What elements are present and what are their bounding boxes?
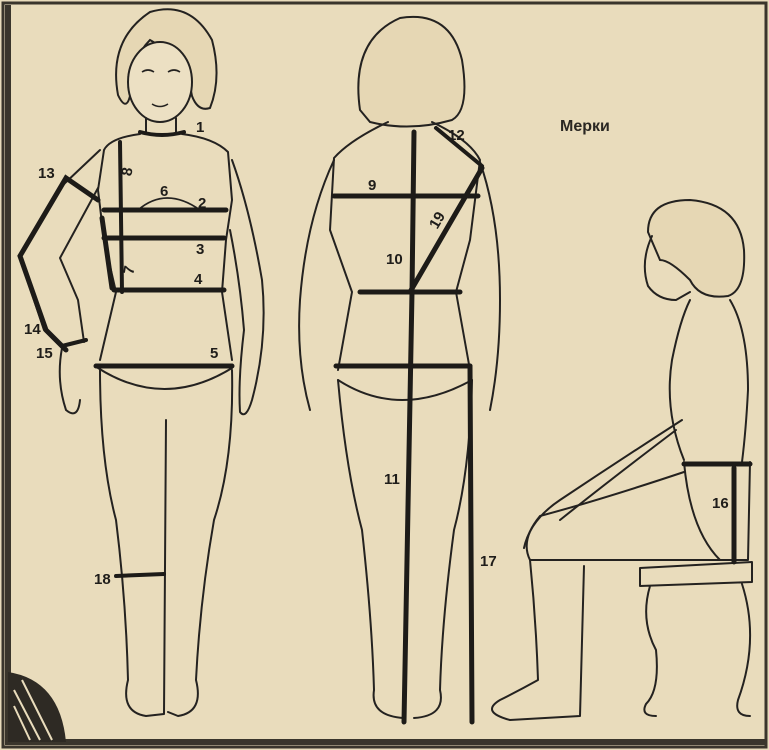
measure-line-10-back bbox=[412, 132, 414, 292]
label-2: 2 bbox=[198, 195, 206, 212]
corner-ornament bbox=[8, 672, 66, 742]
front-torso bbox=[98, 134, 232, 360]
label-16: 16 bbox=[712, 495, 729, 512]
front-hip-line bbox=[98, 368, 232, 389]
label-11: 11 bbox=[384, 471, 400, 488]
measure-line-7 bbox=[102, 218, 112, 288]
seated-thigh bbox=[527, 472, 720, 560]
seated-torso bbox=[670, 300, 748, 462]
back-torso bbox=[330, 122, 480, 370]
front-legs bbox=[100, 370, 232, 716]
label-18: 18 bbox=[94, 571, 111, 588]
front-face bbox=[128, 42, 192, 122]
label-17: 17 bbox=[480, 553, 497, 570]
front-figure bbox=[20, 9, 264, 716]
label-10: 10 bbox=[386, 251, 403, 268]
label-1: 1 bbox=[196, 119, 204, 136]
label-13: 13 bbox=[38, 165, 55, 182]
label-7: 7 bbox=[120, 265, 138, 276]
label-4: 4 bbox=[194, 271, 203, 288]
measure-line-1-neck bbox=[140, 132, 184, 135]
label-14: 14 bbox=[24, 321, 41, 338]
measure-line-18 bbox=[116, 574, 164, 576]
label-6: 6 bbox=[160, 183, 168, 200]
seated-lower-leg bbox=[492, 560, 584, 720]
label-3: 3 bbox=[196, 241, 204, 258]
seated-arm bbox=[524, 420, 682, 548]
label-12: 12 bbox=[448, 127, 465, 144]
measure-line-15-wrist bbox=[62, 340, 86, 346]
front-right-arm bbox=[230, 160, 264, 414]
stool bbox=[640, 562, 752, 716]
back-hip-line bbox=[338, 380, 472, 400]
seated-figure bbox=[492, 200, 752, 720]
label-8: 8 bbox=[118, 166, 136, 177]
measure-line-17 bbox=[470, 366, 472, 722]
back-hair bbox=[358, 17, 464, 127]
label-5: 5 bbox=[210, 345, 218, 362]
seated-hair bbox=[648, 200, 744, 297]
label-9: 9 bbox=[368, 177, 376, 194]
measure-line-11 bbox=[404, 292, 412, 722]
label-15: 15 bbox=[36, 345, 53, 362]
